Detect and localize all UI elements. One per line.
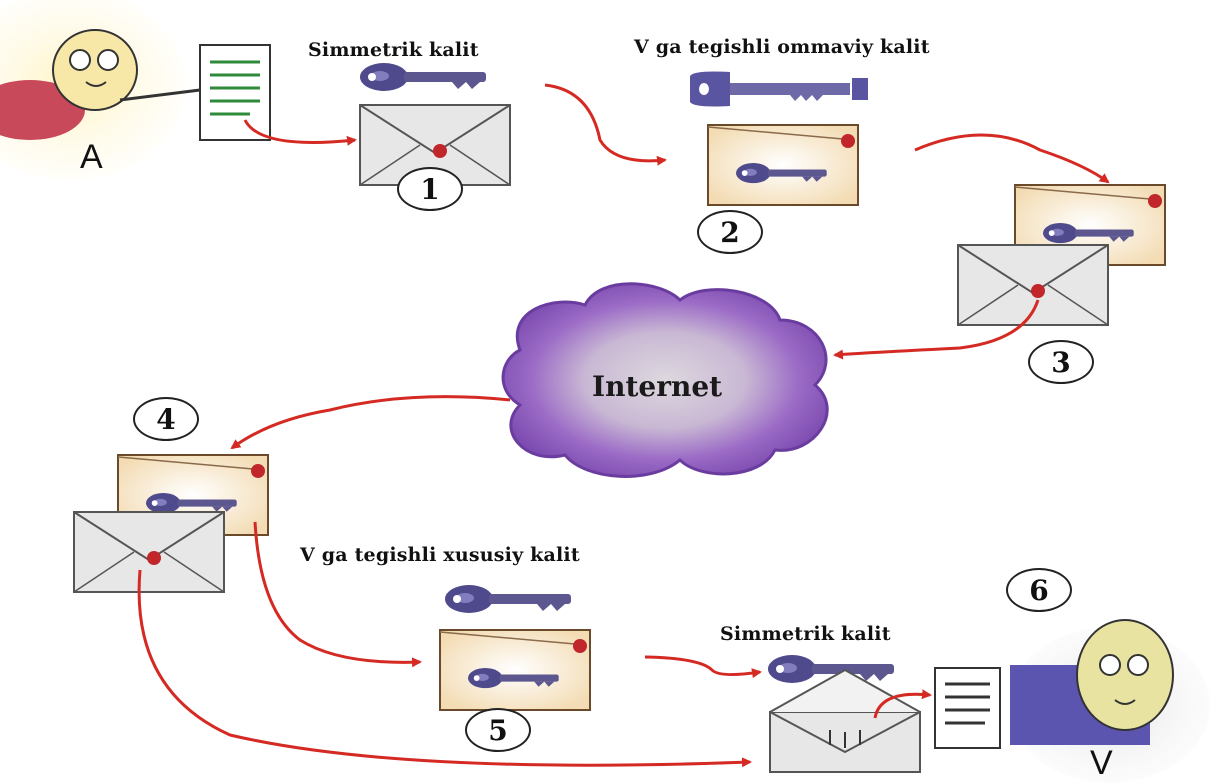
public-key-icon xyxy=(690,71,868,107)
sender-label: A xyxy=(80,138,103,176)
sealed-message-envelope-icon xyxy=(73,511,225,593)
private-key-label: V ga tegishli xususiy kalit xyxy=(300,544,580,566)
encrypted-key-envelope-icon xyxy=(440,630,590,710)
step-number: 1 xyxy=(397,167,463,211)
symmetric-key-label: Simmetrik kalit xyxy=(308,39,479,61)
step-number: 4 xyxy=(133,397,199,441)
symmetric-key-icon xyxy=(360,63,486,91)
public-key-label: V ga tegishli ommaviy kalit xyxy=(634,36,930,58)
step-number: 3 xyxy=(1028,340,1094,384)
step-number: 5 xyxy=(465,708,531,752)
private-key-icon xyxy=(445,585,571,613)
step-number: 2 xyxy=(697,210,763,254)
internet-label: Internet xyxy=(592,370,723,403)
encrypted-key-envelope-icon xyxy=(708,125,858,205)
sender-a-figure xyxy=(0,0,271,180)
internet-cloud xyxy=(501,282,829,478)
symmetric-key-label-bottom: Simmetrik kalit xyxy=(720,623,891,645)
receiver-label: V xyxy=(1090,744,1113,782)
opened-envelope-icon xyxy=(769,668,921,773)
flow-arrows xyxy=(137,83,1110,768)
step-number: 6 xyxy=(1006,568,1072,612)
receiver-v-figure xyxy=(934,619,1210,783)
